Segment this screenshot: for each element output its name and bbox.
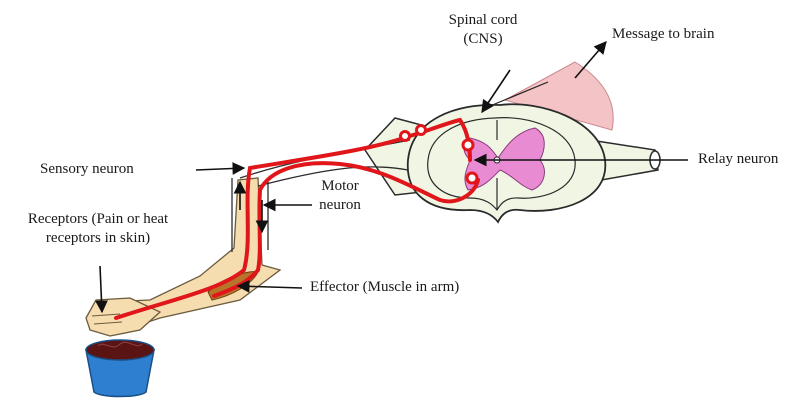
arm <box>86 178 280 336</box>
relay-neuron-label: Relay neuron <box>698 150 778 169</box>
receptors-label: Receptors (Pain or heat receptors in ski… <box>4 210 192 248</box>
effector-label: Effector (Muscle in arm) <box>310 278 459 297</box>
sensory-neuron-label: Sensory neuron <box>40 160 134 179</box>
spinal-cord <box>365 104 660 222</box>
motor-neuron-label: Motor neuron <box>310 177 370 215</box>
sensory-neuron-arrow <box>196 168 244 170</box>
message-to-brain-label: Message to brain <box>612 25 714 44</box>
hot-cup <box>86 340 154 397</box>
spinal-cord-label: Spinal cord (CNS) <box>428 11 538 49</box>
message-to-brain-arrow <box>575 42 606 78</box>
